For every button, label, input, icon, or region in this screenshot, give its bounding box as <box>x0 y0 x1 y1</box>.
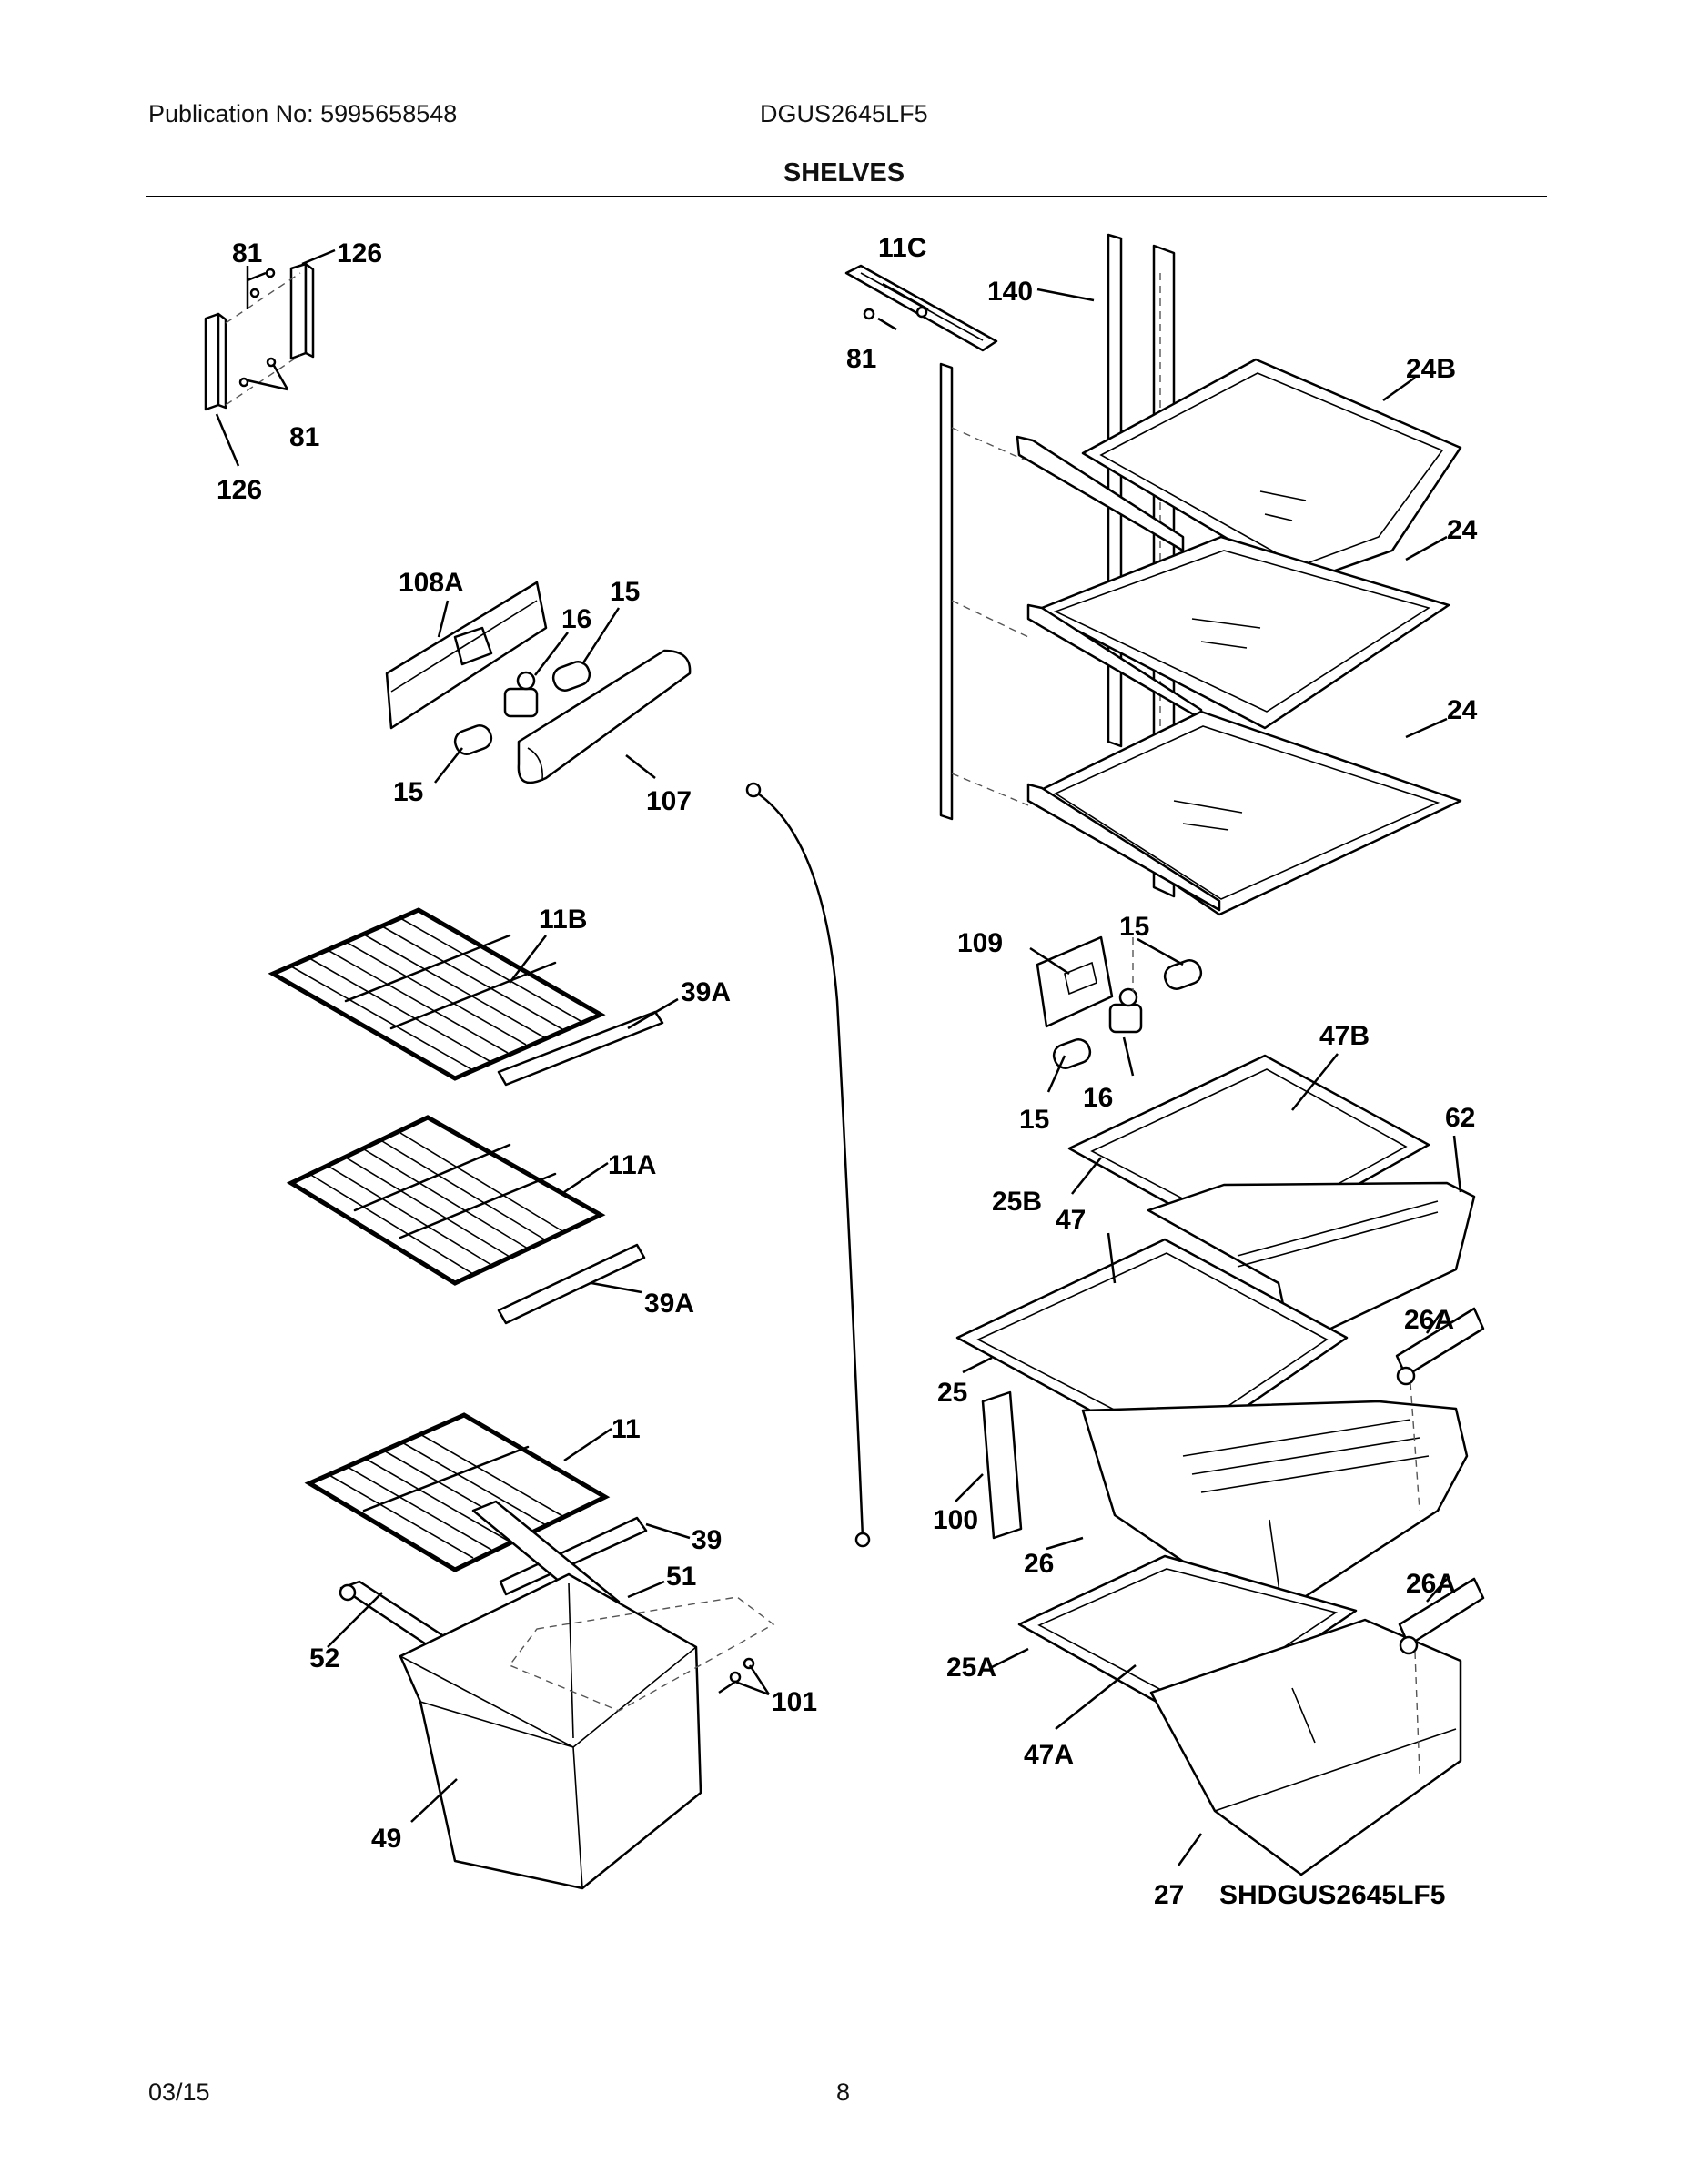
part-glass-shelf-24-lower <box>1026 710 1462 916</box>
part-light-housing-108a <box>385 581 548 730</box>
section-title: SHELVES <box>783 158 905 187</box>
part-crisper-drawer-26 <box>1081 1400 1469 1622</box>
callout-109: 109 <box>957 928 1003 958</box>
part-trim-39 <box>499 1516 648 1596</box>
callout-100: 100 <box>933 1505 978 1535</box>
callout-16: 16 <box>1083 1083 1113 1113</box>
callout-11c: 11C <box>878 233 926 263</box>
part-trim-39a-upper <box>497 1010 664 1087</box>
model-number: DGUS2645LF5 <box>760 100 928 127</box>
callout-51: 51 <box>666 1562 696 1592</box>
callout-107: 107 <box>646 786 692 816</box>
part-bulb-15-right-top <box>1163 959 1203 990</box>
part-pan-49 <box>399 1572 702 1890</box>
callout-47: 47 <box>1056 1205 1086 1235</box>
callout-47b: 47B <box>1319 1021 1370 1051</box>
callout-11: 11 <box>612 1414 641 1444</box>
part-bulbs-15 <box>453 661 591 755</box>
part-socket-16-right <box>1108 987 1143 1034</box>
callout-11b: 11B <box>539 905 587 935</box>
part-bracket-126-lower <box>204 312 227 411</box>
callout-24: 24 <box>1447 515 1478 545</box>
part-wire-shelf-11b <box>268 907 606 1081</box>
part-tube <box>753 790 864 1540</box>
callout-81: 81 <box>232 238 262 268</box>
callout-25: 25 <box>937 1378 967 1408</box>
part-lamp-socket-16 <box>503 671 539 718</box>
part-screws-81 <box>225 268 301 406</box>
callout-26a: 26A <box>1404 1305 1454 1335</box>
part-crisper-drawer-27 <box>1149 1618 1462 1876</box>
footer-date: 03/15 <box>148 2078 210 2106</box>
callout-47a: 47A <box>1024 1740 1074 1770</box>
part-light-cover-107 <box>517 649 692 784</box>
part-divider-100 <box>981 1390 1023 1540</box>
callout-62: 62 <box>1445 1103 1475 1133</box>
part-tube-fitting <box>745 782 762 798</box>
part-tube-end <box>854 1532 871 1548</box>
callout-49: 49 <box>371 1824 401 1854</box>
callout-39a: 39A <box>644 1289 694 1319</box>
part-bracket-126-upper <box>289 262 315 360</box>
part-channel-strip <box>939 362 954 821</box>
callout-25a: 25A <box>946 1653 996 1683</box>
callout-15: 15 <box>1119 912 1149 942</box>
part-bracket-26a-upper <box>1395 1307 1485 1512</box>
callout-24: 24 <box>1447 695 1478 725</box>
callout-11a: 11A <box>608 1150 656 1180</box>
callout-24b: 24B <box>1406 354 1456 384</box>
callout-39a: 39A <box>681 977 731 1007</box>
callout-52: 52 <box>309 1643 339 1673</box>
callout-26a: 26A <box>1406 1569 1456 1599</box>
callout-126: 126 <box>217 475 262 505</box>
callout-25b: 25B <box>992 1187 1042 1217</box>
part-bracket-26a-lower <box>1398 1577 1485 1775</box>
callout-27: 27 <box>1154 1880 1184 1910</box>
publication-number: Publication No: 5995658548 <box>148 100 458 127</box>
part-light-housing-109 <box>1036 935 1114 1028</box>
callout-101: 101 <box>772 1687 817 1717</box>
callout-15: 15 <box>1019 1105 1049 1135</box>
callout-15: 15 <box>393 777 423 807</box>
callout-126: 126 <box>337 238 382 268</box>
callout-39: 39 <box>692 1525 722 1555</box>
callout-15: 15 <box>610 577 640 607</box>
header-divider <box>146 196 1547 197</box>
part-wire-shelf-11a <box>286 1115 606 1286</box>
callout-81: 81 <box>846 344 876 374</box>
part-crisper-cover-25a <box>1017 1554 1358 1724</box>
part-crisper-drawer-62 <box>1147 1181 1476 1349</box>
drawing-id: SHDGUS2645LF5 <box>1219 1880 1445 1910</box>
part-wire-shelf-11 <box>304 1412 611 1572</box>
part-screws-81-top <box>863 306 928 320</box>
part-crisper-cover-47 <box>955 1238 1349 1458</box>
callout-140: 140 <box>987 277 1033 307</box>
page-number: 8 <box>836 2078 851 2106</box>
part-glass-shelf-24b <box>1016 358 1462 584</box>
part-glass-shelf-24-middle <box>1026 535 1450 730</box>
part-trim-39a-lower <box>497 1243 646 1325</box>
callout-16: 16 <box>561 604 591 634</box>
callout-81: 81 <box>289 422 319 452</box>
callout-26: 26 <box>1024 1549 1054 1579</box>
part-screw-101 <box>508 1596 775 1712</box>
callout-108a: 108A <box>399 568 464 598</box>
